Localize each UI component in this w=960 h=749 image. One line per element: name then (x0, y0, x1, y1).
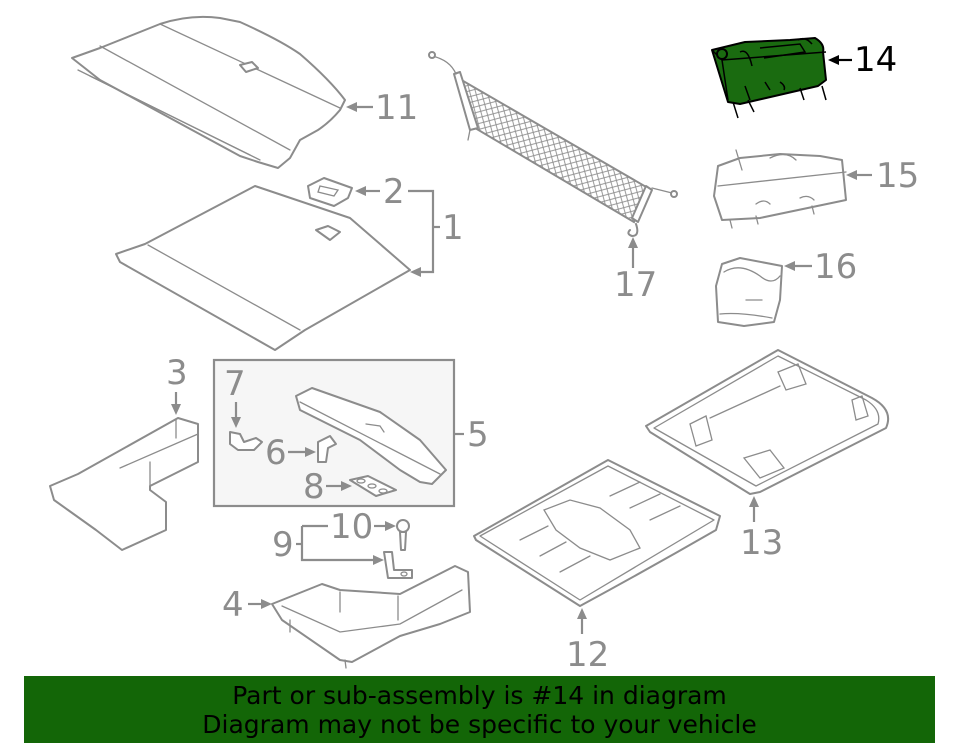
callout-6[interactable]: 6 (265, 433, 316, 473)
callout-1[interactable]: 1 (408, 189, 464, 277)
svg-text:1: 1 (442, 208, 464, 248)
callout-11[interactable]: 11 (346, 88, 418, 128)
svg-text:8: 8 (303, 467, 325, 507)
part-12-floor-mat[interactable] (473, 459, 721, 607)
callout-10[interactable]: 10 (330, 507, 396, 547)
callout-13[interactable]: 13 (740, 496, 783, 563)
part-4-storage-tray[interactable] (271, 565, 471, 669)
svg-text:6: 6 (265, 433, 287, 473)
part-8-pad[interactable] (349, 475, 397, 497)
svg-text:10: 10 (330, 507, 373, 547)
svg-text:15: 15 (876, 156, 919, 196)
callout-7[interactable]: 7 (224, 364, 246, 428)
callout-5[interactable]: 5 (454, 415, 489, 455)
part-10-bolt[interactable] (396, 519, 410, 551)
part-16-bag[interactable] (715, 257, 783, 327)
svg-text:9: 9 (272, 525, 294, 565)
svg-text:5: 5 (467, 415, 489, 455)
part-5-rail[interactable] (295, 387, 447, 485)
part-9-bracket[interactable] (383, 551, 413, 579)
svg-text:17: 17 (614, 265, 657, 305)
part-13-cargo-liner[interactable] (645, 349, 890, 495)
callout-17[interactable]: 17 (614, 237, 657, 305)
callout-12[interactable]: 12 (566, 608, 609, 675)
part-3-side-bracket[interactable] (49, 417, 199, 551)
svg-text:2: 2 (383, 172, 405, 212)
svg-text:14: 14 (854, 40, 897, 80)
part-2-cap[interactable] (307, 177, 353, 207)
part-info-banner: Part or sub-assembly is #14 in diagram D… (24, 676, 935, 743)
svg-text:13: 13 (740, 523, 783, 563)
callout-9[interactable]: 9 (272, 524, 384, 565)
svg-text:16: 16 (814, 247, 857, 287)
svg-text:4: 4 (222, 585, 244, 625)
part-11-cargo-cover[interactable] (71, 15, 346, 169)
callout-8[interactable]: 8 (303, 467, 352, 507)
svg-text:11: 11 (375, 88, 418, 128)
part-14-tool-kit-highlighted[interactable] (711, 37, 827, 119)
callout-14[interactable]: 14 (828, 40, 897, 80)
part-7-clip[interactable] (229, 431, 263, 451)
callout-2[interactable]: 2 (355, 172, 405, 212)
part-15-tool-tray[interactable] (713, 149, 847, 229)
callout-3[interactable]: 3 (166, 353, 188, 415)
part-17-cargo-net[interactable] (428, 51, 678, 237)
callout-4[interactable]: 4 (222, 585, 272, 625)
part-1-floor-board[interactable] (115, 185, 411, 351)
svg-text:3: 3 (166, 353, 188, 393)
part-6-bracket[interactable] (317, 435, 337, 463)
svg-text:12: 12 (566, 635, 609, 675)
banner-line-2: Diagram may not be specific to your vehi… (202, 709, 757, 739)
group-box-5 (212, 358, 456, 508)
banner-line-1: Part or sub-assembly is #14 in diagram (232, 680, 727, 710)
callout-16[interactable]: 16 (784, 247, 857, 287)
callout-15[interactable]: 15 (846, 156, 919, 196)
svg-text:7: 7 (224, 364, 246, 404)
